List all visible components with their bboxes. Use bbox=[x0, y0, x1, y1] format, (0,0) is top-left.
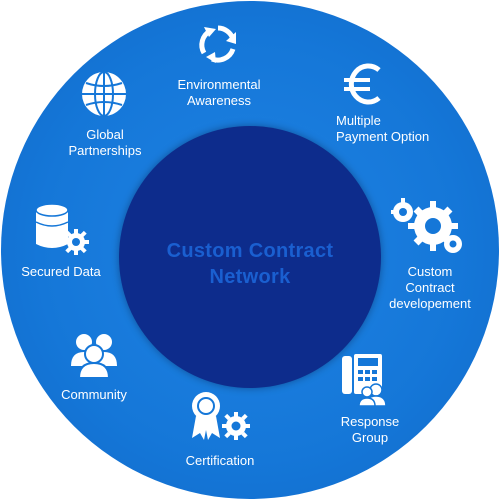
custom-contract-development-label: Custom Contract developement bbox=[389, 264, 471, 311]
certification-label: Certification bbox=[185, 453, 255, 468]
global-partnerships-label: Global Partnerships bbox=[68, 127, 142, 158]
community-label: Community bbox=[61, 387, 127, 402]
recycle-arrows-icon bbox=[196, 22, 240, 66]
center-circle bbox=[119, 126, 381, 388]
response-group-label: Response Group bbox=[340, 414, 400, 445]
award-ribbon-gear-icon bbox=[188, 390, 252, 442]
people-icon bbox=[68, 330, 120, 378]
multiple-payment-option-label: Multiple Payment Option bbox=[336, 113, 430, 144]
database-gear-icon bbox=[34, 202, 90, 258]
euro-icon bbox=[341, 60, 387, 108]
gears-icon bbox=[389, 196, 465, 254]
phone-group-icon bbox=[340, 352, 392, 406]
globe-icon bbox=[80, 70, 128, 118]
secured-data-label: Secured Data bbox=[21, 264, 101, 279]
environmental-awareness-label: Environmental Awareness bbox=[177, 77, 261, 108]
center-title: Custom Contract Network bbox=[166, 240, 334, 288]
